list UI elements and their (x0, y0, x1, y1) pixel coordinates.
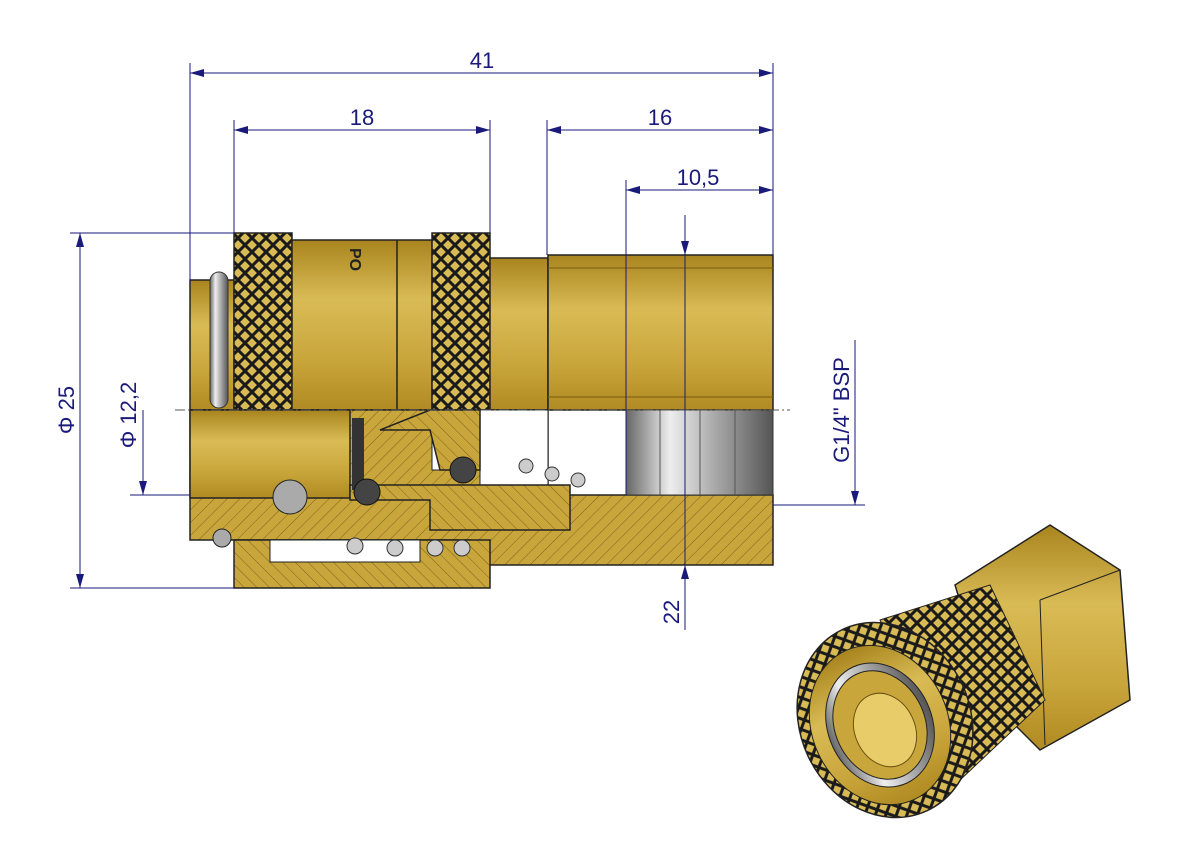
dimension-lines (70, 63, 865, 630)
dimension-arrows (76, 69, 859, 588)
dim-outer-diameter: Φ 25 (54, 386, 79, 434)
dim-thread-depth: 10,5 (677, 165, 720, 190)
dim-hex-size: 22 (659, 600, 684, 624)
logo-mark: PO (346, 248, 363, 271)
exterior-view: PO (189, 232, 774, 411)
dim-bore-diameter: Φ 12,2 (116, 382, 141, 448)
section-view (175, 409, 790, 589)
dim-hex-length: 16 (648, 105, 672, 130)
dim-thread: G1/4" BSP (829, 357, 854, 463)
dim-sleeve-length: 18 (350, 105, 374, 130)
isometric-view (796, 524, 1131, 819)
dim-overall-length: 41 (470, 48, 494, 73)
